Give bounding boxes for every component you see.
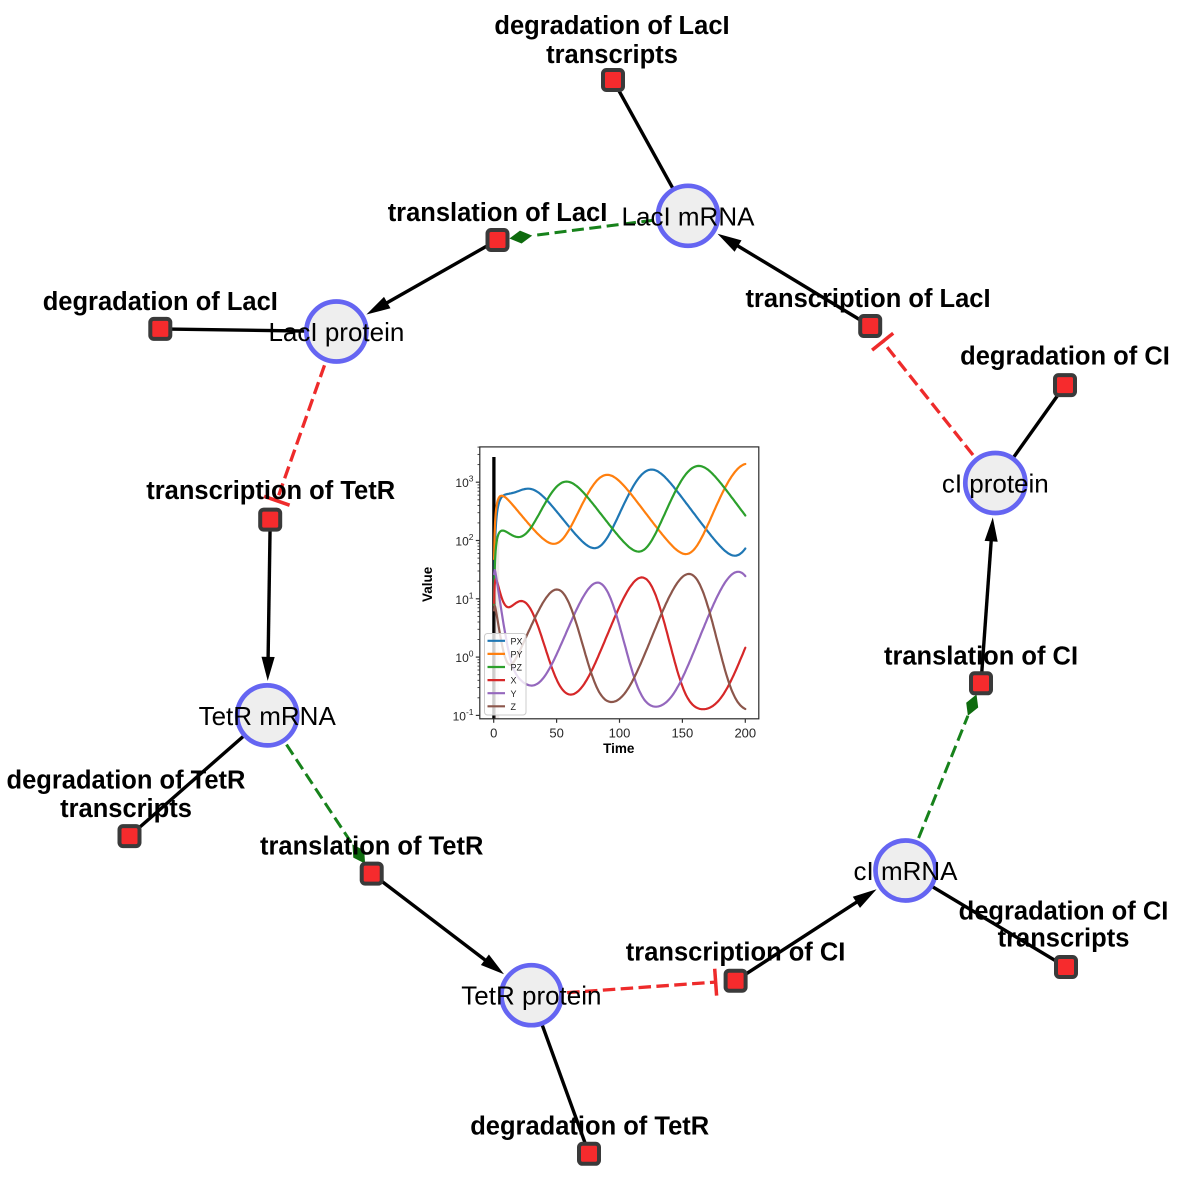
svg-text:transcripts: transcripts — [546, 41, 678, 69]
svg-text:degradation of LacI: degradation of LacI — [494, 12, 729, 40]
svg-text:Value: Value — [420, 566, 435, 602]
svg-text:LacI protein: LacI protein — [268, 317, 404, 347]
svg-text:50: 50 — [549, 726, 563, 741]
svg-text:0: 0 — [490, 726, 497, 741]
svg-text:TetR protein: TetR protein — [461, 981, 601, 1011]
svg-text:translation of CI: translation of CI — [884, 643, 1078, 671]
svg-text:LacI mRNA: LacI mRNA — [622, 201, 756, 231]
svg-text:X: X — [511, 676, 517, 686]
svg-text:cI protein: cI protein — [942, 469, 1049, 499]
svg-text:PZ: PZ — [511, 663, 523, 673]
svg-text:translation of TetR: translation of TetR — [260, 833, 483, 861]
svg-text:PY: PY — [511, 650, 523, 660]
svg-text:transcription of LacI: transcription of LacI — [745, 285, 990, 313]
svg-text:degradation of TetR: degradation of TetR — [7, 766, 246, 794]
svg-text:200: 200 — [734, 726, 756, 741]
svg-text:Z: Z — [511, 702, 517, 712]
svg-text:degradation of CI: degradation of CI — [959, 897, 1169, 925]
svg-text:degradation of LacI: degradation of LacI — [43, 288, 278, 316]
svg-text:100: 100 — [609, 726, 631, 741]
svg-text:PX: PX — [511, 636, 523, 646]
svg-text:150: 150 — [672, 726, 694, 741]
svg-text:TetR mRNA: TetR mRNA — [199, 701, 337, 731]
svg-text:degradation of TetR: degradation of TetR — [470, 1112, 709, 1140]
svg-text:degradation of CI: degradation of CI — [960, 343, 1170, 371]
svg-text:transcripts: transcripts — [998, 925, 1130, 953]
svg-text:Time: Time — [603, 741, 635, 756]
svg-text:Y: Y — [511, 689, 517, 699]
svg-text:cI mRNA: cI mRNA — [854, 856, 959, 886]
svg-text:transcription of CI: transcription of CI — [626, 939, 846, 967]
svg-text:transcription of TetR: transcription of TetR — [146, 477, 395, 505]
svg-text:translation of LacI: translation of LacI — [388, 199, 608, 227]
svg-text:transcripts: transcripts — [60, 795, 192, 823]
